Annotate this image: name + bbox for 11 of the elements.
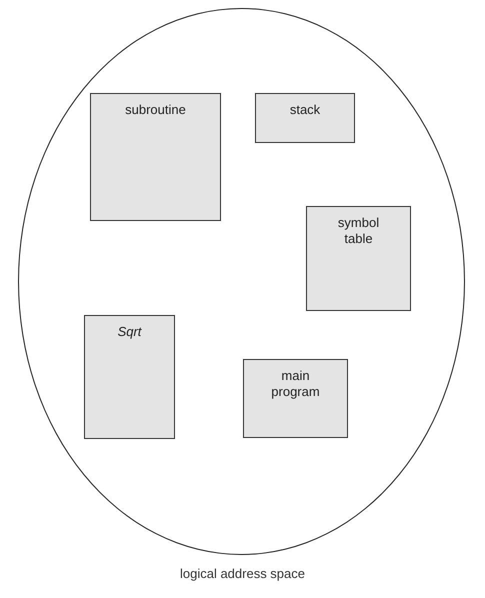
segment-label: symbol table	[336, 215, 380, 248]
segment-label: stack	[290, 102, 320, 118]
segment-label: subroutine	[125, 102, 186, 118]
caption: logical address space	[180, 566, 306, 581]
segment-label: main program	[270, 368, 321, 400]
segment-box	[255, 93, 355, 143]
segment-box	[84, 315, 175, 439]
segment-box	[306, 206, 411, 311]
segment-box	[243, 359, 348, 438]
segment-box	[90, 93, 221, 221]
segment-label: Sqrt	[118, 324, 142, 340]
